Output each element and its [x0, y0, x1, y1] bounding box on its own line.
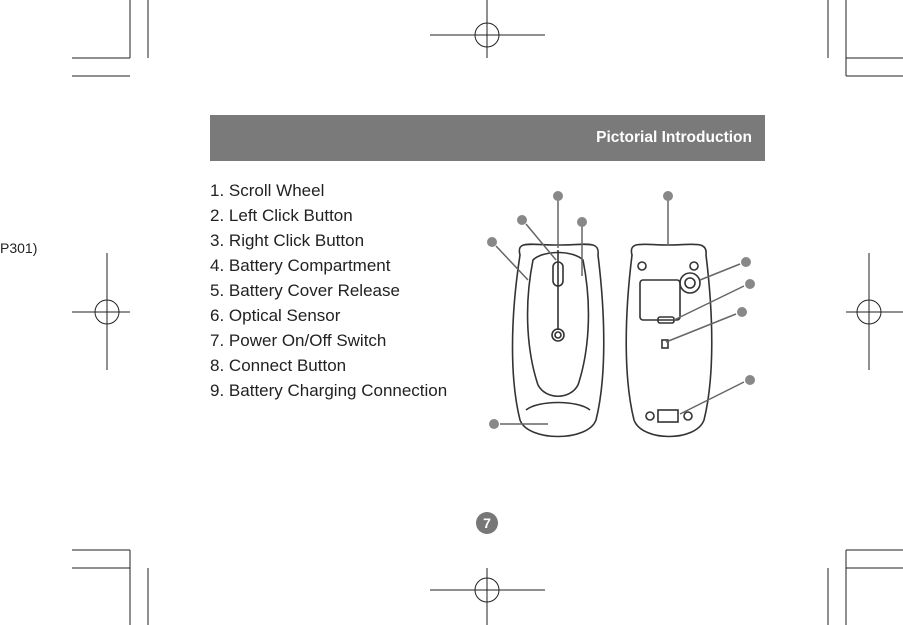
item-label: Power On/Off Switch: [228, 331, 387, 350]
item-label: Connect Button: [228, 356, 347, 375]
list-item: 5. Battery Cover Release: [210, 278, 447, 303]
item-label: Right Click Button: [228, 231, 365, 250]
item-label: Battery Compartment: [228, 256, 391, 275]
section-title: Pictorial Introduction: [596, 129, 752, 146]
item-number: 8.: [210, 356, 225, 375]
item-number: 2.: [210, 206, 225, 225]
item-label: Left Click Button: [228, 206, 353, 225]
item-number: 5.: [210, 281, 225, 300]
list-item: 3. Right Click Button: [210, 228, 447, 253]
list-item: 9. Battery Charging Connection: [210, 378, 447, 403]
feature-list: 1. Scroll Wheel 2. Left Click Button 3. …: [210, 178, 447, 403]
list-item: 4. Battery Compartment: [210, 253, 447, 278]
list-item: 2. Left Click Button: [210, 203, 447, 228]
list-item: 8. Connect Button: [210, 353, 447, 378]
item-label: Optical Sensor: [228, 306, 341, 325]
item-number: 9.: [210, 381, 225, 400]
item-number: 1.: [210, 181, 225, 200]
item-number: 3.: [210, 231, 225, 250]
item-number: 7.: [210, 331, 225, 350]
mouse-diagram: [487, 191, 755, 438]
side-code: P301): [0, 240, 38, 256]
item-label: Battery Charging Connection: [228, 381, 448, 400]
item-label: Scroll Wheel: [228, 181, 325, 200]
list-item: 7. Power On/Off Switch: [210, 328, 447, 353]
mouse-top-view: [511, 243, 605, 438]
item-label: Battery Cover Release: [228, 281, 400, 300]
section-header: Pictorial Introduction: [210, 115, 765, 161]
item-number: 6.: [210, 306, 225, 325]
mouse-bottom-view: [625, 243, 713, 438]
page-number-badge: 7: [476, 512, 498, 534]
list-item: 1. Scroll Wheel: [210, 178, 447, 203]
list-item: 6. Optical Sensor: [210, 303, 447, 328]
item-number: 4.: [210, 256, 225, 275]
